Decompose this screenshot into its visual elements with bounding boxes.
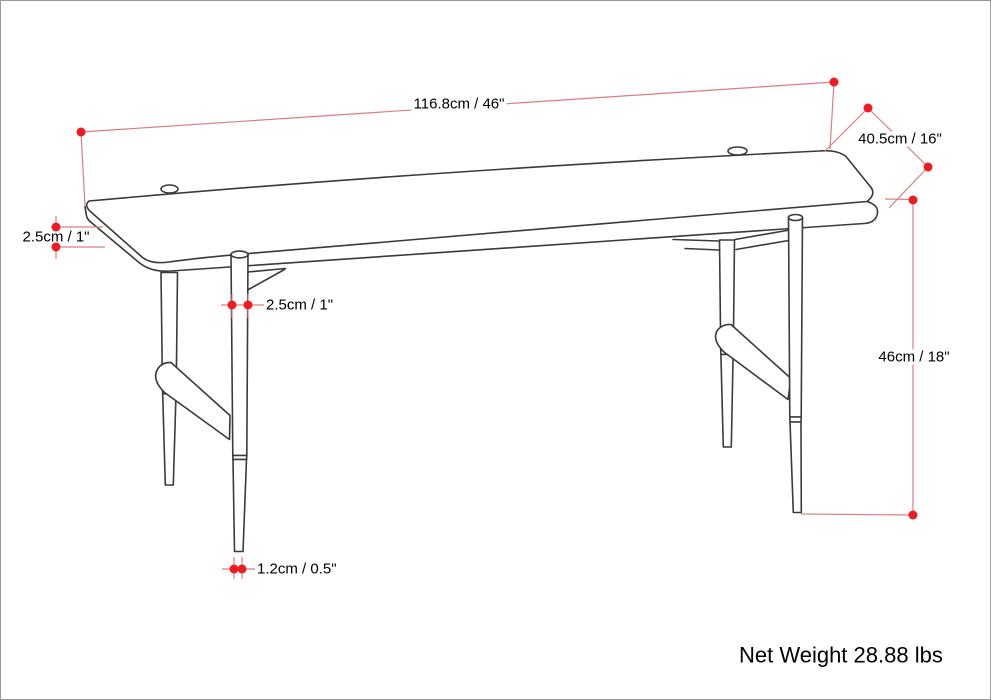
front-right-leg-body <box>787 216 804 418</box>
back-left-leg-foot <box>161 393 177 486</box>
depth-dimension-label: 40.5cm / 16" <box>856 130 944 148</box>
left-top-rail <box>247 267 287 291</box>
right-peg <box>727 146 748 156</box>
dimension-dot <box>237 564 247 574</box>
front-left-leg-foot <box>232 458 248 553</box>
dimension-dot <box>863 103 873 113</box>
dimension-dot <box>76 127 86 137</box>
front-right-leg-foot <box>789 421 803 514</box>
foot-tip-dimension-label: 1.2cm / 0.5" <box>255 560 339 578</box>
leg-diameter-dimension-label: 2.5cm / 1" <box>264 296 336 314</box>
dimension-dot <box>227 300 237 310</box>
dimension-dot <box>908 195 918 205</box>
dimension-dot <box>51 222 61 232</box>
front-left-leg-top <box>230 250 249 259</box>
front-left-leg-body <box>230 253 249 457</box>
top-thickness-dimension-label: 2.5cm / 1" <box>20 228 92 246</box>
dimension-dot <box>923 162 933 172</box>
height-dimension-label: 46cm / 18" <box>876 348 952 366</box>
dimension-dot <box>243 300 253 310</box>
dimension-dot <box>229 564 239 574</box>
left-peg <box>160 184 179 194</box>
front-right-leg-top <box>787 213 804 222</box>
tabletop-thickness-edge <box>84 200 879 272</box>
width-dimension-label: 116.8cm / 46" <box>411 95 507 113</box>
net-weight-label: Net Weight 28.88 lbs <box>739 642 943 668</box>
back-right-leg-foot <box>720 353 734 448</box>
back-rail <box>672 238 720 251</box>
dimension-dot <box>908 510 918 520</box>
dimension-dot <box>829 77 839 87</box>
dimension-dot <box>51 242 61 252</box>
right-stretcher <box>714 323 792 401</box>
tabletop-top-face <box>85 149 874 264</box>
left-stretcher <box>154 361 231 441</box>
right-top-rail <box>734 229 791 251</box>
